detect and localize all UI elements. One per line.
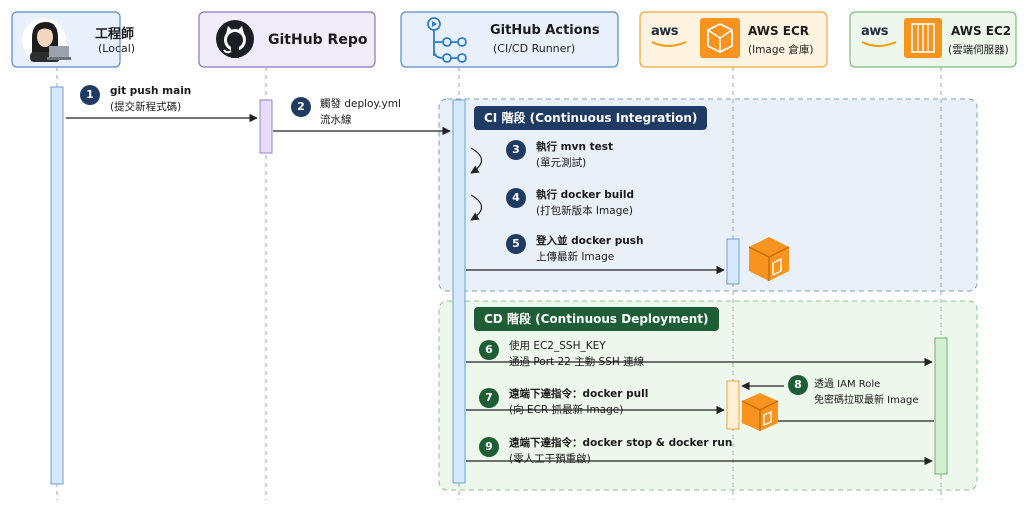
aws-smile-ecr: [651, 41, 687, 47]
github-octocat-icon: [216, 20, 254, 58]
aws-ecr-icon: [700, 18, 740, 58]
github-actions-icon: [427, 17, 467, 63]
aws-ec2-icon: [904, 18, 942, 58]
activation-aws-ecr-push: [726, 238, 740, 285]
aws-smile-ec2: [861, 41, 897, 47]
actor-box-github-actions: [400, 11, 619, 68]
cd-phase-area: [438, 300, 978, 491]
activation-aws-ec2: [934, 337, 948, 475]
activation-aws-ecr-pull: [726, 380, 740, 430]
arrow-step-4: [470, 194, 483, 221]
engineer-avatar-icon: [22, 18, 71, 62]
ci-phase-area: [438, 98, 978, 292]
package-box-icon: [748, 237, 790, 281]
arrow-step-3: [470, 147, 483, 174]
activation-engineer: [50, 86, 64, 485]
activation-github-repo: [259, 99, 273, 154]
package-box-icon-pull: [741, 393, 779, 431]
activation-github-actions: [452, 99, 466, 484]
